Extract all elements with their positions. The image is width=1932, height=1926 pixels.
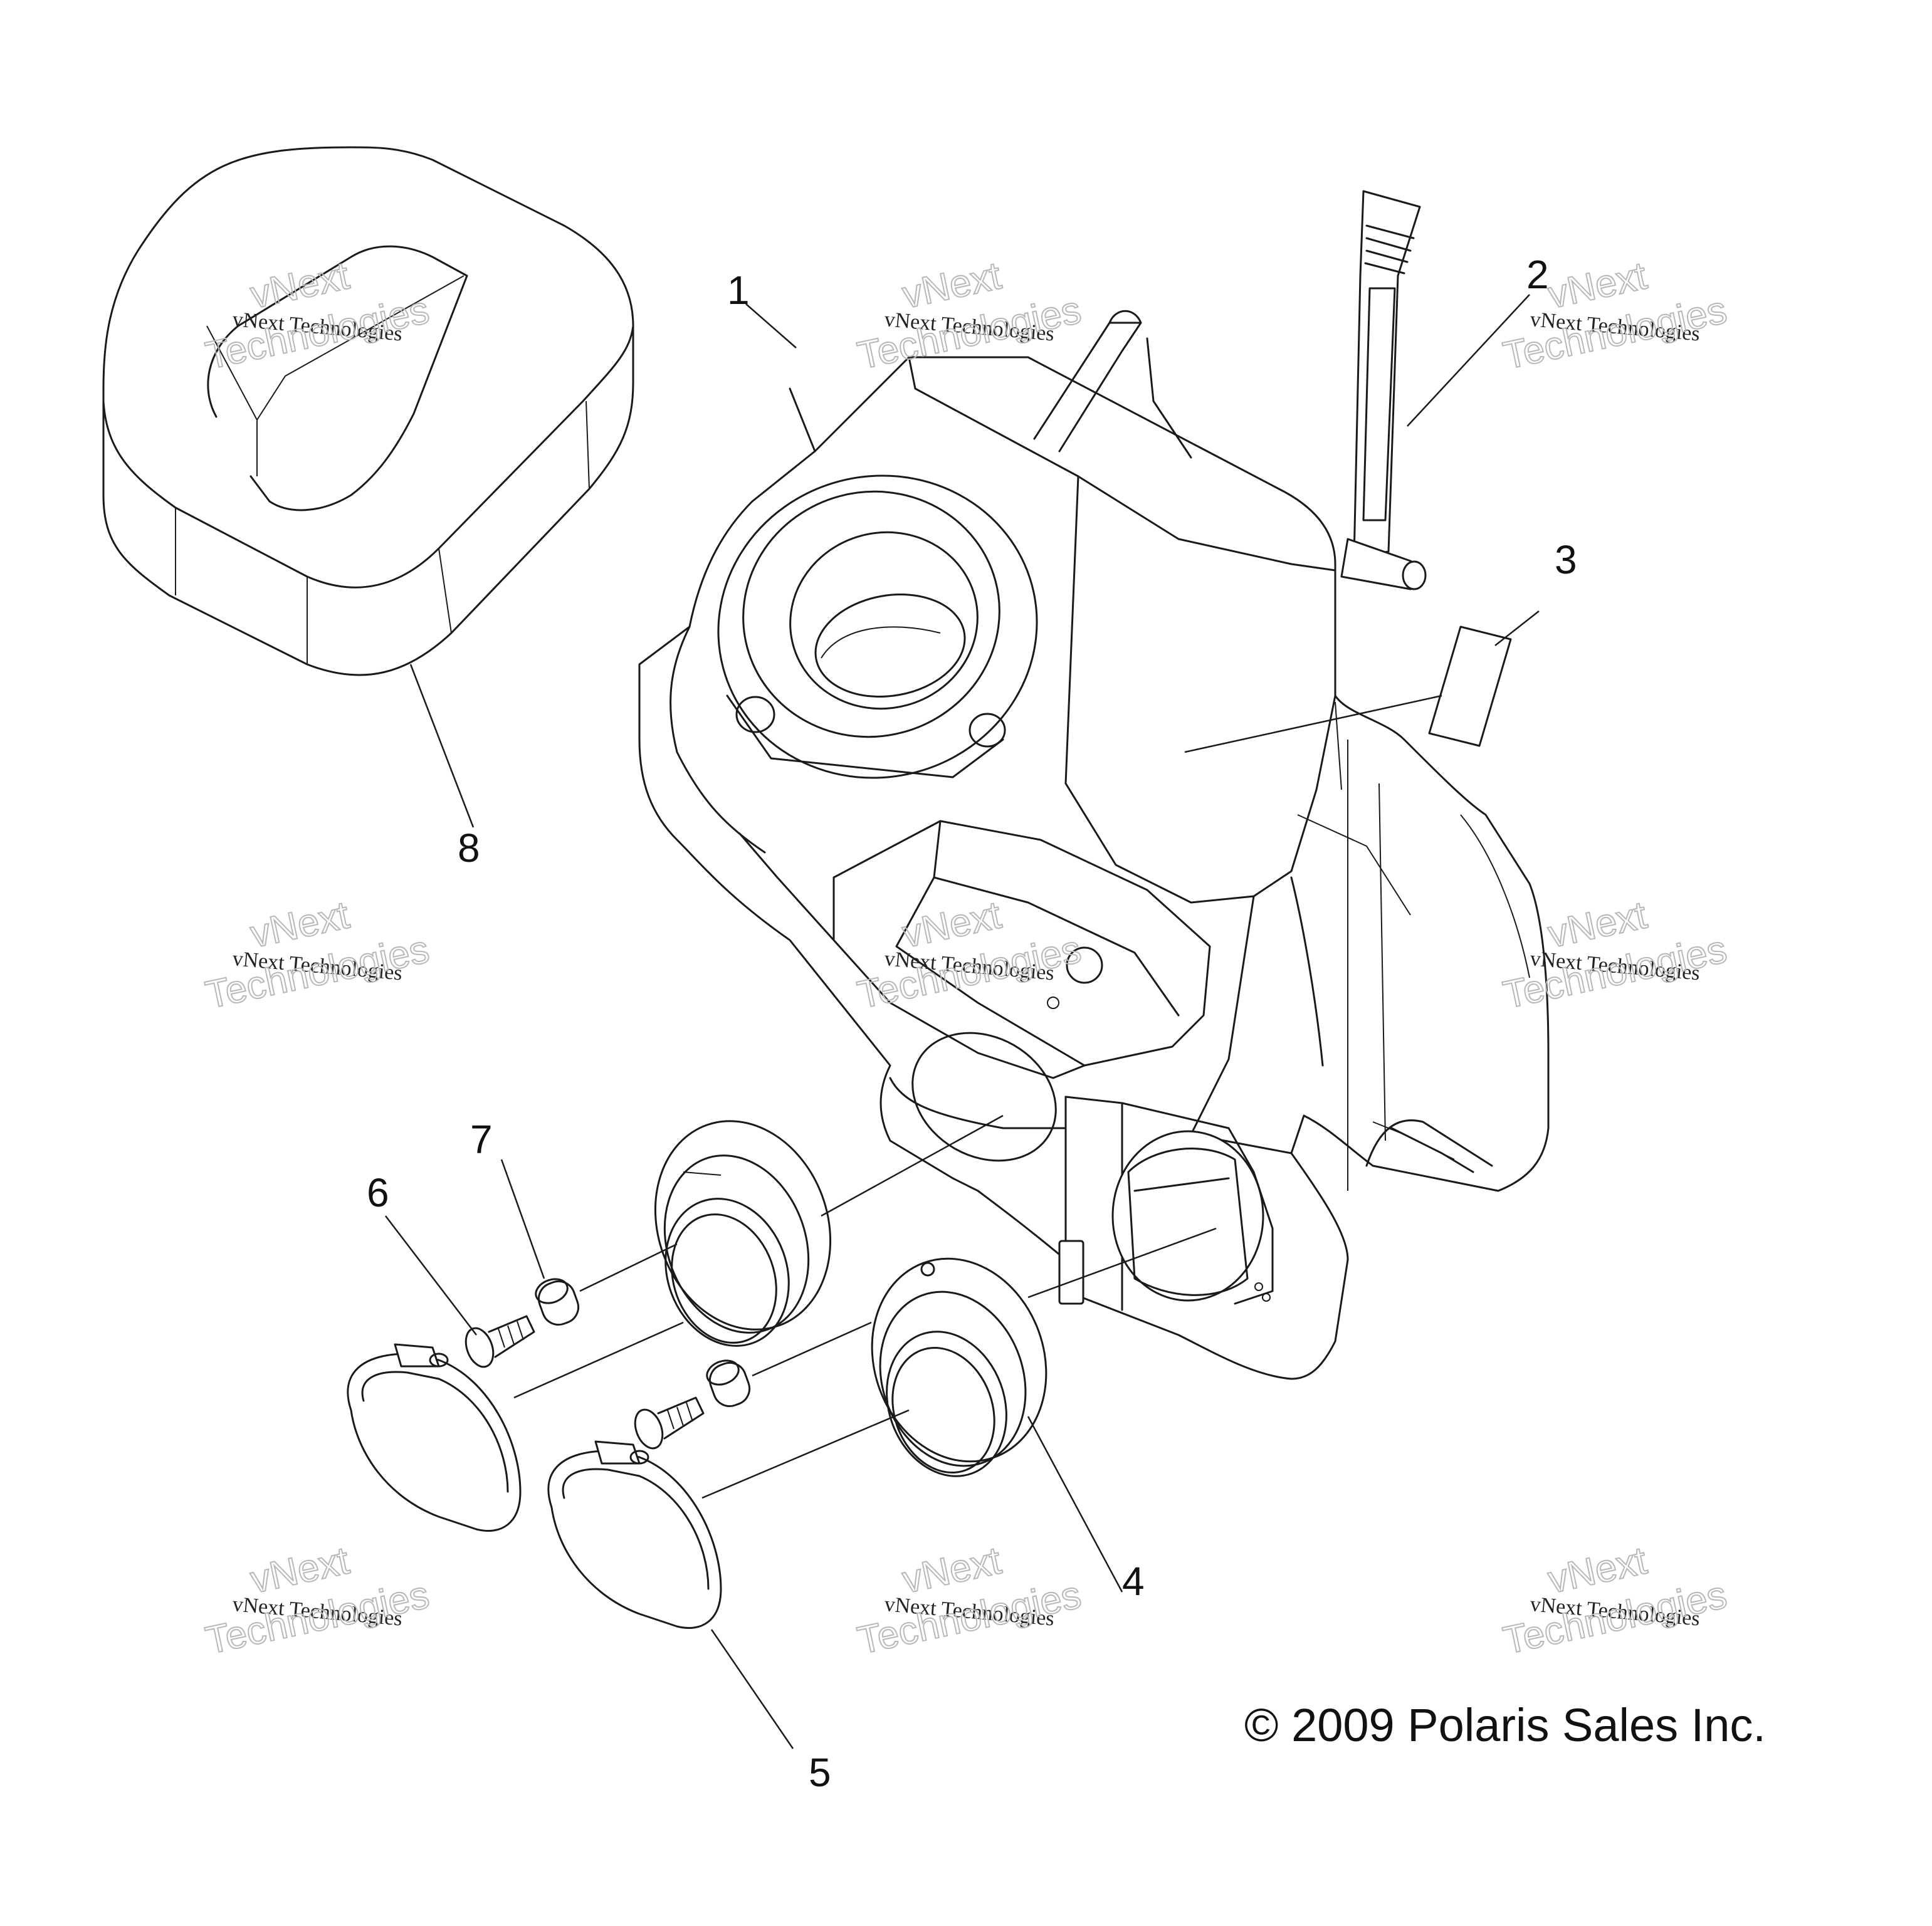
callout-4: 4 — [1122, 1559, 1145, 1604]
boot-right — [871, 1257, 1047, 1477]
air-box — [638, 310, 1550, 1380]
watermark: vNext Technologies vNext Technologies — [1499, 1538, 1731, 1663]
callout-3: 3 — [1555, 537, 1577, 582]
strap — [1340, 190, 1427, 590]
spacer-upper — [535, 1278, 580, 1326]
clamp-upper — [347, 1343, 522, 1532]
watermark: vNext Technologies vNext Technologies — [853, 1538, 1085, 1663]
watermark: vNext Technologies vNext Technologies — [201, 892, 433, 1017]
watermark: vNext Technologies vNext Technologies — [201, 1538, 433, 1663]
callout-5: 5 — [809, 1750, 831, 1795]
boot-left — [654, 1120, 832, 1347]
screw-upper — [465, 1315, 535, 1368]
air-filter — [102, 146, 634, 676]
callout-8: 8 — [458, 825, 480, 871]
callout-6: 6 — [367, 1170, 389, 1215]
leader-lines — [385, 294, 1540, 1749]
callout-2: 2 — [1526, 252, 1549, 297]
callouts: 1 2 3 4 5 6 7 8 — [367, 252, 1577, 1795]
callout-7: 7 — [470, 1117, 493, 1162]
decal — [1428, 625, 1512, 747]
copyright-text: © 2009 Polaris Sales Inc. — [1244, 1699, 1766, 1751]
clamp-lower — [547, 1440, 722, 1629]
callout-1: 1 — [727, 268, 750, 313]
screw-lower — [634, 1396, 705, 1450]
spacer-lower — [706, 1359, 751, 1408]
